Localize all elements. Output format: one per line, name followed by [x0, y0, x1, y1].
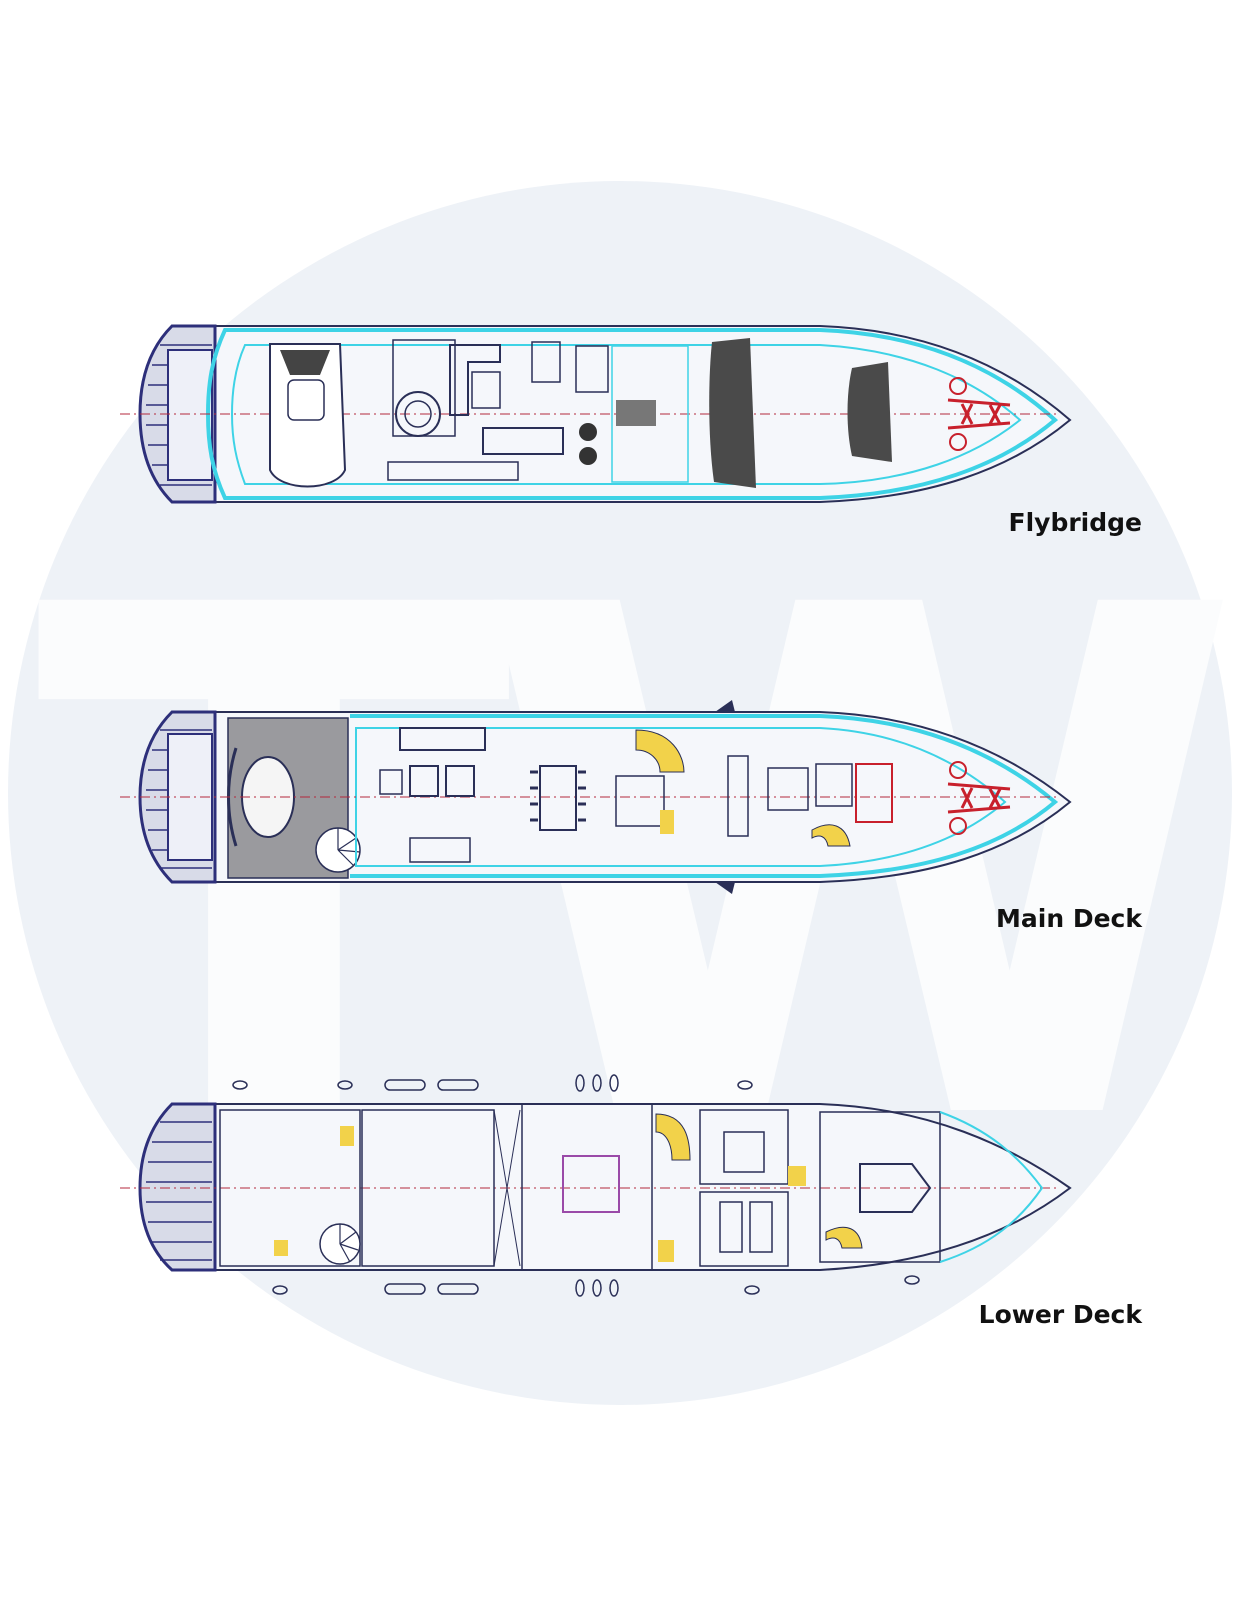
capstan-port — [949, 761, 967, 779]
stern-band — [138, 1102, 217, 1272]
master-bed — [562, 1155, 620, 1213]
center-stair — [655, 1113, 691, 1161]
tender-console — [287, 379, 325, 421]
bulwark-line — [205, 328, 1059, 500]
crew-head-yellow-2 — [274, 1240, 288, 1256]
guest-bed-1 — [723, 1131, 765, 1173]
crew-head-yellow-1 — [340, 1126, 354, 1146]
main-deck-label: Main Deck — [996, 904, 1142, 933]
salon-chair-row — [409, 837, 471, 863]
dining-table — [539, 765, 577, 831]
flybridge-plan — [120, 324, 1072, 504]
portholes-bottom — [272, 1275, 920, 1297]
crew-spiral-treads — [339, 1224, 359, 1263]
forepeak-bed — [859, 1163, 932, 1213]
vip-cabin — [819, 1111, 941, 1263]
capstan-stbd — [949, 433, 967, 451]
inner-deck-line — [230, 344, 1022, 485]
guest-bed-3 — [749, 1201, 773, 1253]
windlass — [947, 398, 1011, 430]
stern-swim-platform — [167, 349, 213, 481]
helm-console — [482, 427, 564, 455]
main-stair — [635, 729, 685, 773]
crew-quarters — [219, 1109, 361, 1267]
tender — [269, 343, 347, 488]
salon-wall — [355, 727, 1007, 867]
sunpad-fwd — [847, 362, 892, 462]
bulwark-line — [350, 714, 1059, 878]
crew-mess — [815, 763, 853, 807]
helm-seat-1 — [579, 423, 597, 441]
sunpad-aft — [709, 338, 756, 488]
head-yellow-center — [658, 1240, 674, 1262]
bow-inner-line — [939, 1111, 1044, 1263]
side-door-fin-bottom — [715, 882, 735, 894]
side-door-fin-top — [715, 700, 735, 712]
capstan-port — [949, 377, 967, 395]
main-deck-plan — [120, 700, 1072, 894]
galley-counter — [727, 755, 749, 837]
wheelhouse-console — [855, 763, 893, 823]
lower-deck-label: Lower Deck — [978, 1300, 1142, 1329]
bulkhead-cross — [493, 1109, 521, 1267]
portholes-top — [232, 1074, 753, 1092]
tender-bow — [280, 350, 330, 375]
capstan-stbd — [949, 817, 967, 835]
galley-island — [767, 767, 809, 811]
engine-room — [361, 1109, 495, 1267]
guest-head-yellow — [788, 1166, 806, 1186]
stair-yellow-small — [660, 810, 674, 834]
bbq-counter — [387, 461, 519, 481]
guest-cabin-port — [699, 1109, 789, 1185]
fwd-stair — [811, 824, 851, 847]
anchor-gear — [947, 377, 1011, 451]
side-chairs — [531, 341, 561, 383]
spiral-treads — [337, 828, 361, 867]
salon-sofa — [399, 727, 486, 751]
salon-table-1 — [409, 765, 439, 797]
salon-table-2 — [445, 765, 475, 797]
lower-deck-plan — [120, 1074, 1072, 1297]
l-sofa — [449, 344, 501, 416]
guest-bed-2 — [719, 1201, 743, 1253]
sunlounger-set — [575, 345, 609, 393]
round-table-inner — [404, 400, 432, 428]
fwd-lower-stair — [825, 1226, 863, 1249]
radar-arch — [616, 400, 656, 426]
dining-chairs — [530, 770, 586, 822]
salon-armchair-1 — [379, 769, 403, 795]
coffee-table — [471, 371, 501, 409]
flybridge-label: Flybridge — [1008, 508, 1142, 537]
master-cabin — [521, 1103, 653, 1271]
bar-area — [392, 339, 456, 437]
stern-steps — [146, 1121, 212, 1261]
guest-cabin-stbd — [699, 1191, 789, 1267]
helm-seat-2 — [579, 447, 597, 465]
anchor-gear — [947, 761, 1011, 835]
day-head — [615, 775, 665, 827]
windlass — [947, 782, 1011, 814]
windshield-frame — [611, 345, 689, 483]
